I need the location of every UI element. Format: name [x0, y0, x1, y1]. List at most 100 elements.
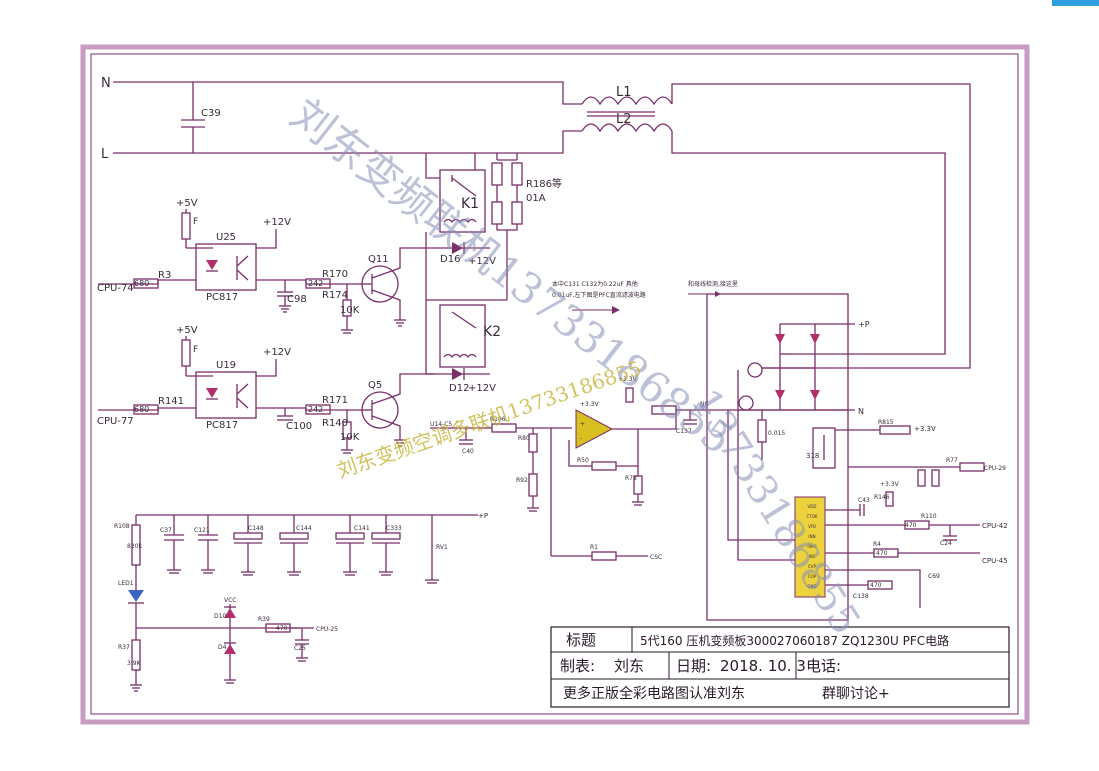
led1 — [128, 590, 144, 602]
u14-label: U14-C5 — [430, 421, 452, 428]
ic-pin-9: GND — [807, 584, 816, 589]
u25-f: F — [193, 217, 198, 227]
rail-n-label: N — [101, 76, 111, 91]
opamp-vcc: +3.3V — [580, 401, 600, 408]
r170-label: R170 — [322, 269, 348, 280]
r171-value: 242 — [308, 405, 323, 414]
ic-pin-6: INS — [809, 554, 816, 559]
u19-f: F — [193, 345, 198, 355]
cpu29-label: CPU-29 — [984, 465, 1006, 472]
title-label: 标题 — [566, 631, 596, 649]
note-capacitors-b: 0.01uF,左下图是PFC直流滤波电路 — [552, 291, 646, 299]
r140-value: 10K — [340, 432, 360, 443]
c69-label: C69 — [928, 573, 940, 580]
rail-l-label: L — [101, 147, 109, 162]
d16-12v: +12V — [468, 256, 496, 267]
r141-value: 680 — [134, 405, 149, 414]
r1-label: R1 — [590, 544, 598, 551]
top-tab — [1052, 0, 1099, 6]
r108-label: R108 — [114, 523, 130, 530]
ic-3v3: +3.3V — [880, 481, 900, 488]
note-capacitors-a: 本中C131 C132为0.22uF 具他 — [552, 280, 638, 288]
dc-plus-p: +P — [478, 512, 488, 520]
sheet-frame-outer — [80, 44, 1030, 725]
ic-b18-label: 318 — [806, 452, 819, 460]
vcc-label: VCC — [224, 597, 236, 604]
u25-pc817: PC817 — [206, 292, 238, 303]
note-bus-detect: 和母线检测,接这里 — [688, 280, 738, 288]
r92-label: R92 — [516, 477, 528, 484]
cpu45-label: CPU-45 — [982, 557, 1008, 565]
c148-label: C148 — [248, 525, 264, 532]
title-value: 5代160 压机变频板300027060187 ZQ1230U PFC电路 — [640, 633, 949, 648]
c37-label: C37 — [160, 527, 172, 534]
r108-value: 820k — [127, 543, 142, 550]
d12-label: D12 — [449, 383, 469, 394]
transistor-q5: Q5 — [360, 373, 434, 447]
r37-value: 3.9K — [127, 660, 142, 667]
c43-label: C43 — [858, 497, 870, 504]
maker-value: 刘东 — [614, 657, 644, 675]
date-value: 2018. 10. 3 — [720, 657, 806, 675]
ic-pin-1: VDD — [808, 504, 817, 509]
r50-label: R50 — [577, 457, 589, 464]
r106-label: R106 — [490, 416, 506, 423]
opamp-3v3: +3.3V — [618, 376, 638, 383]
c39-label: C39 — [201, 108, 221, 119]
r39-value: 470 — [276, 625, 288, 632]
r4-value: 470 — [876, 550, 888, 557]
r174-label: R174 — [322, 290, 348, 301]
cpu25-label: CPU-25 — [316, 626, 338, 633]
r3-label: R3 — [158, 270, 171, 281]
shunt-value: 0.015 — [768, 430, 785, 437]
diode-d16 — [452, 242, 463, 254]
u25-12v: +12V — [263, 217, 291, 228]
opamp-minus: - — [580, 435, 582, 442]
relay-k2 — [439, 304, 486, 368]
k2-label: K2 — [483, 324, 501, 340]
k1-label: K1 — [461, 196, 479, 212]
bridge-plus-p: +P — [858, 320, 870, 329]
cpu77-label: CPU-77 — [97, 416, 134, 427]
pfc-block: +P N 0.015 VDD CTOK VFB INN IIN-S INS CV… — [706, 293, 1008, 621]
ac-input-section: N L C39 L1 L2 — [101, 76, 971, 369]
r78-label: R78 — [625, 475, 637, 482]
optocoupler-u25 — [195, 243, 257, 291]
d4-label: D4 — [218, 644, 227, 651]
d10-label: D10 — [214, 613, 226, 620]
bus-n-label: N — [858, 407, 864, 416]
u19-led — [206, 388, 218, 398]
diode-d12 — [452, 368, 463, 380]
r171-label: R171 — [322, 395, 348, 406]
u19-5v: +5V — [176, 325, 198, 336]
maker-label: 制表: — [560, 657, 595, 675]
r37-label: R37 — [118, 644, 130, 651]
r815-3v3: +3.3V — [914, 425, 936, 433]
title-block: 标题 5代160 压机变频板300027060187 ZQ1230U PFC电路… — [550, 626, 1010, 708]
dc-filter-section: +P R108 820k LED1 R37 3.9K C37 — [114, 512, 488, 692]
footer-right: 群聊讨论+ — [822, 686, 890, 702]
c24-label: C24 — [940, 540, 952, 547]
ic-pin-8: COP — [808, 574, 817, 579]
c40-label: C40 — [462, 448, 474, 455]
c100-label: C100 — [286, 421, 312, 432]
q11-label: Q11 — [368, 254, 389, 265]
cpu74-label: CPU-74 — [97, 283, 134, 294]
ns-label: NS — [700, 401, 708, 408]
ic-pin-2: CTOK — [806, 514, 817, 519]
r80-label: R80 — [518, 435, 530, 442]
opto-driver-1: +5V F U25 PC817 +12V 680 R3 CPU-74 242 R… — [97, 198, 360, 334]
l1-label: L1 — [616, 85, 632, 100]
current-sense-section: U14-C5 C40 R106 R80 R92 R1 CSC + - +3.3V… — [430, 376, 848, 561]
opamp-u4 — [575, 409, 614, 449]
c144-label: C144 — [296, 525, 312, 532]
r3-value: 680 — [134, 279, 149, 288]
inductor-l1 — [581, 96, 673, 106]
r186-label: R186等 — [526, 177, 562, 190]
pfc-controller-ic — [794, 496, 826, 598]
c141-label: C141 — [354, 525, 370, 532]
q5-label: Q5 — [368, 380, 382, 391]
r170-value: 242 — [308, 279, 323, 288]
r39-label: R39 — [258, 616, 270, 623]
date-label: 日期: — [676, 657, 711, 675]
